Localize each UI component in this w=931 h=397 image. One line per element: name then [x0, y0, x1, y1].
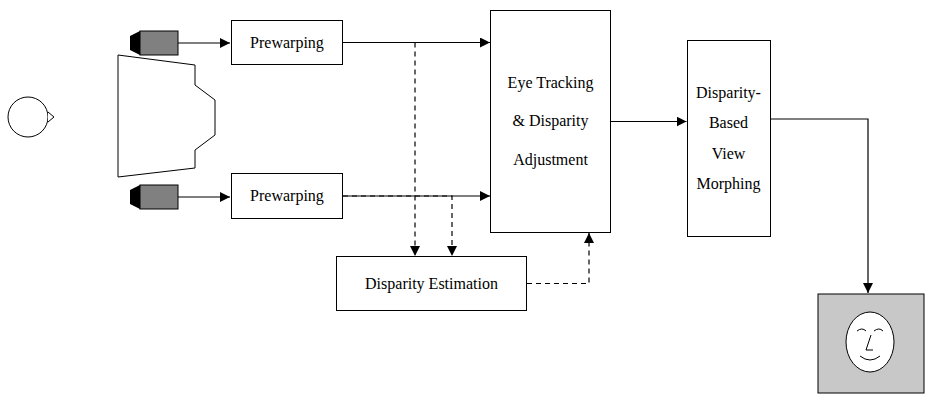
optics-housing [118, 55, 215, 177]
camera-symbol [130, 31, 178, 55]
display-screen [818, 294, 924, 393]
flow-arrow [527, 233, 589, 284]
process-box: Disparity- Based View Morphing [687, 40, 771, 237]
eye-symbol [8, 97, 54, 137]
process-box: Disparity Estimation [336, 256, 527, 311]
box-label: Prewarping [250, 33, 324, 52]
process-box: Prewarping [231, 173, 343, 219]
box-label: Eye Tracking & Disparity Adjustment [501, 64, 601, 179]
process-box: Eye Tracking & Disparity Adjustment [490, 10, 611, 233]
flow-arrow [343, 196, 452, 256]
process-box: Prewarping [231, 20, 343, 65]
camera-symbol [130, 185, 178, 209]
box-label: Disparity Estimation [365, 274, 498, 293]
camera-arrow [178, 42, 230, 43]
camera-arrow [178, 196, 230, 197]
flow-arrow [343, 43, 415, 257]
output-arrow [768, 119, 868, 293]
box-label: Prewarping [250, 186, 324, 205]
box-label: Disparity- Based View Morphing [693, 78, 765, 200]
flow-arrow [611, 121, 687, 122]
